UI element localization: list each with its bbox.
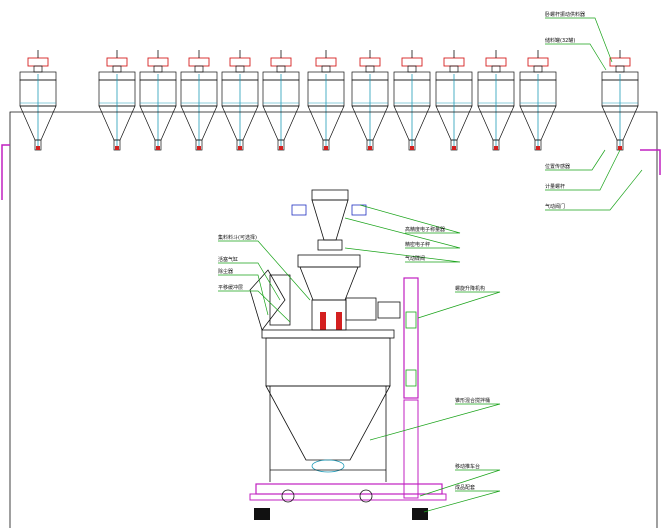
- leader-lines: [218, 17, 643, 513]
- label-center-2: 精密电子秤: [405, 241, 430, 248]
- hopper: [519, 50, 557, 151]
- label-mid-right-1: 螺旋升降机构: [455, 285, 485, 292]
- label-top-right-1: 卧螺杆振动供料器: [545, 11, 585, 18]
- label-bottom-right-1: 移动推车台: [455, 463, 480, 470]
- label-right-3: 气动阀门: [545, 203, 565, 210]
- frame-outline: [1, 111, 661, 528]
- label-mid-right-2: 锥形混合搅拌桶: [455, 397, 490, 404]
- label-left-2: 活塞气缸: [218, 256, 238, 263]
- hopper: [221, 50, 259, 151]
- hopper: [19, 50, 57, 151]
- hopper: [180, 50, 218, 151]
- label-left-3: 除尘器: [218, 268, 233, 275]
- label-top-right-2: 储料罐(32罐): [545, 37, 575, 44]
- label-center-3: 气动碟阀: [405, 255, 425, 262]
- label-bottom-right-2: 成品配套: [455, 484, 475, 491]
- label-right-2: 计量螺杆: [545, 183, 565, 190]
- hopper: [98, 50, 136, 151]
- hopper-row: [19, 50, 639, 151]
- hopper: [393, 50, 431, 151]
- hopper: [351, 50, 389, 151]
- hopper: [435, 50, 473, 151]
- hopper: [307, 50, 345, 151]
- annotation-labels: 卧螺杆振动供料器 储料罐(32罐) 位置传感器 计量螺杆 气动阀门 高精度电子称…: [218, 11, 585, 491]
- hopper: [601, 50, 639, 151]
- hopper: [139, 50, 177, 151]
- hopper: [262, 50, 300, 151]
- hopper: [477, 50, 515, 151]
- label-left-4: 平移缓冲层: [218, 284, 243, 291]
- label-left-1: 集料料斗(可选择): [218, 234, 257, 241]
- label-center-1: 高精度电子称量器: [405, 226, 445, 233]
- label-right-1: 位置传感器: [545, 163, 570, 170]
- mixing-machine: [249, 189, 447, 520]
